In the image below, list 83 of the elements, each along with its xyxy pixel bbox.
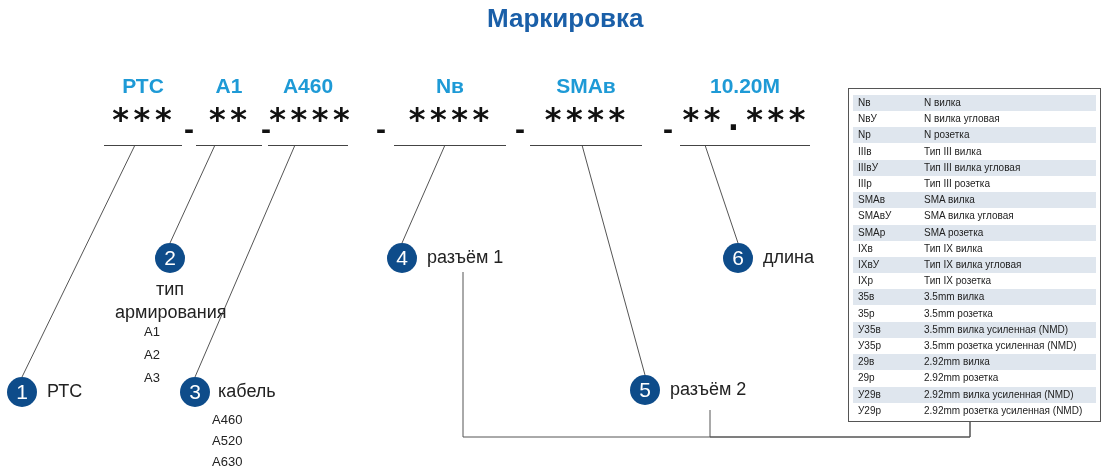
leader-line xyxy=(581,144,646,376)
description-cell: 3.5mm вилка xyxy=(919,289,1096,306)
callout-label: РТС xyxy=(47,381,83,402)
separator-dash: - xyxy=(515,114,525,144)
code-cell-text: 29р xyxy=(857,371,876,386)
callout-number: 1 xyxy=(7,377,37,407)
callout-number: 5 xyxy=(630,375,660,405)
code-cell-text: IXв xyxy=(857,241,874,256)
code-value: РТС xyxy=(122,74,164,98)
description-cell-text: 2.92mm розетка xyxy=(923,371,1000,386)
leader-line xyxy=(704,144,739,244)
callout-label: тип армирования xyxy=(115,278,225,324)
leader-line xyxy=(21,144,136,378)
code-cell: У29в xyxy=(853,386,919,403)
code-cell: Nв xyxy=(853,95,919,111)
description-cell-text: Тип IX вилка xyxy=(923,241,984,256)
option-code: A630 xyxy=(212,454,243,469)
leader-line xyxy=(169,144,216,244)
code-cell-text: NвУ xyxy=(857,112,878,127)
leader-line xyxy=(401,144,446,244)
code-cell: IIIвУ xyxy=(853,159,919,176)
callout-label: разъём 2 xyxy=(670,379,747,400)
option-code: A460 xyxy=(212,412,243,427)
callout-number: 3 xyxy=(180,377,210,407)
code-value: A1 xyxy=(215,74,243,98)
code-cell-text: IIIр xyxy=(857,177,873,191)
option-code: A1 xyxy=(144,324,160,339)
separator-dash: - xyxy=(184,114,194,144)
leader-line xyxy=(194,144,296,378)
callout-label: кабель xyxy=(218,381,276,402)
code-cell: У35в xyxy=(853,321,919,338)
description-cell: 2.92mm вилка xyxy=(919,354,1096,371)
description-cell-text: 2.92mm розетка усиленная (NMD) xyxy=(923,403,1084,418)
placeholder-mask: ** xyxy=(207,102,251,136)
code-value: 10.20M xyxy=(709,74,780,98)
description-cell: SMA вилка xyxy=(919,192,1096,209)
description-cell: SMA розетка xyxy=(919,224,1096,241)
title: Маркировка xyxy=(487,3,644,34)
placeholder-mask: *** xyxy=(111,102,175,136)
description-cell: Тип IX вилка угловая xyxy=(919,257,1096,273)
separator-dash: - xyxy=(261,114,271,144)
code-value: A460 xyxy=(282,74,334,98)
description-cell: N вилка xyxy=(919,95,1096,111)
separator-dash: - xyxy=(376,114,386,144)
description-cell: N розетка xyxy=(919,127,1096,144)
description-cell: 3.5mm вилка усиленная (NMD) xyxy=(919,321,1096,338)
option-code: A520 xyxy=(212,433,243,448)
code-cell-text: У29р xyxy=(857,403,883,418)
code-cell-text: SMAвУ xyxy=(857,209,893,224)
code-table xyxy=(848,88,1101,422)
code-cell-text: У35р xyxy=(857,339,883,353)
callout-number: 4 xyxy=(387,243,417,273)
placeholder-mask: **** xyxy=(543,102,629,136)
code-cell: 29в xyxy=(853,354,919,371)
code-cell: SMAв xyxy=(853,192,919,209)
description-cell-text: 3.5mm розетка xyxy=(923,306,994,321)
code-cell: IXвУ xyxy=(853,257,919,273)
callout-label: разъём 1 xyxy=(427,247,504,268)
code-cell: SMAр xyxy=(853,224,919,241)
placeholder-mask: **** xyxy=(407,102,493,136)
bracket-line xyxy=(709,409,971,438)
code-cell: 35в xyxy=(853,289,919,306)
separator-dash: - xyxy=(663,114,673,144)
callout-number: 2 xyxy=(155,243,185,273)
code-cell-text: 35р xyxy=(857,306,876,321)
option-code: A3 xyxy=(144,370,160,385)
code-cell-text: IXр xyxy=(857,274,874,289)
description-cell-text: Тип IX розетка xyxy=(923,274,993,289)
description-cell-text: N вилка угловая xyxy=(923,112,1001,127)
callout-number: 6 xyxy=(723,243,753,273)
code-value: Nв xyxy=(435,74,465,98)
description-cell: Тип III вилка угловая xyxy=(919,159,1096,176)
description-cell-text: Тип III вилка xyxy=(923,144,983,159)
code-cell: Np xyxy=(853,127,919,144)
code-value: SMAв xyxy=(556,74,616,98)
code-cell-text: IIIв xyxy=(857,144,873,159)
description-cell-text: SMA вилка угловая xyxy=(923,209,1015,224)
description-cell-text: 3.5mm розетка усиленная (NMD) xyxy=(923,339,1078,353)
description-cell: 2.92mm вилка усиленная (NMD) xyxy=(919,386,1096,403)
placeholder-mask: **.*** xyxy=(681,102,809,136)
callout-label: длина xyxy=(763,247,814,268)
description-cell-text: Тип III розетка xyxy=(923,177,991,191)
option-code: A2 xyxy=(144,347,160,362)
